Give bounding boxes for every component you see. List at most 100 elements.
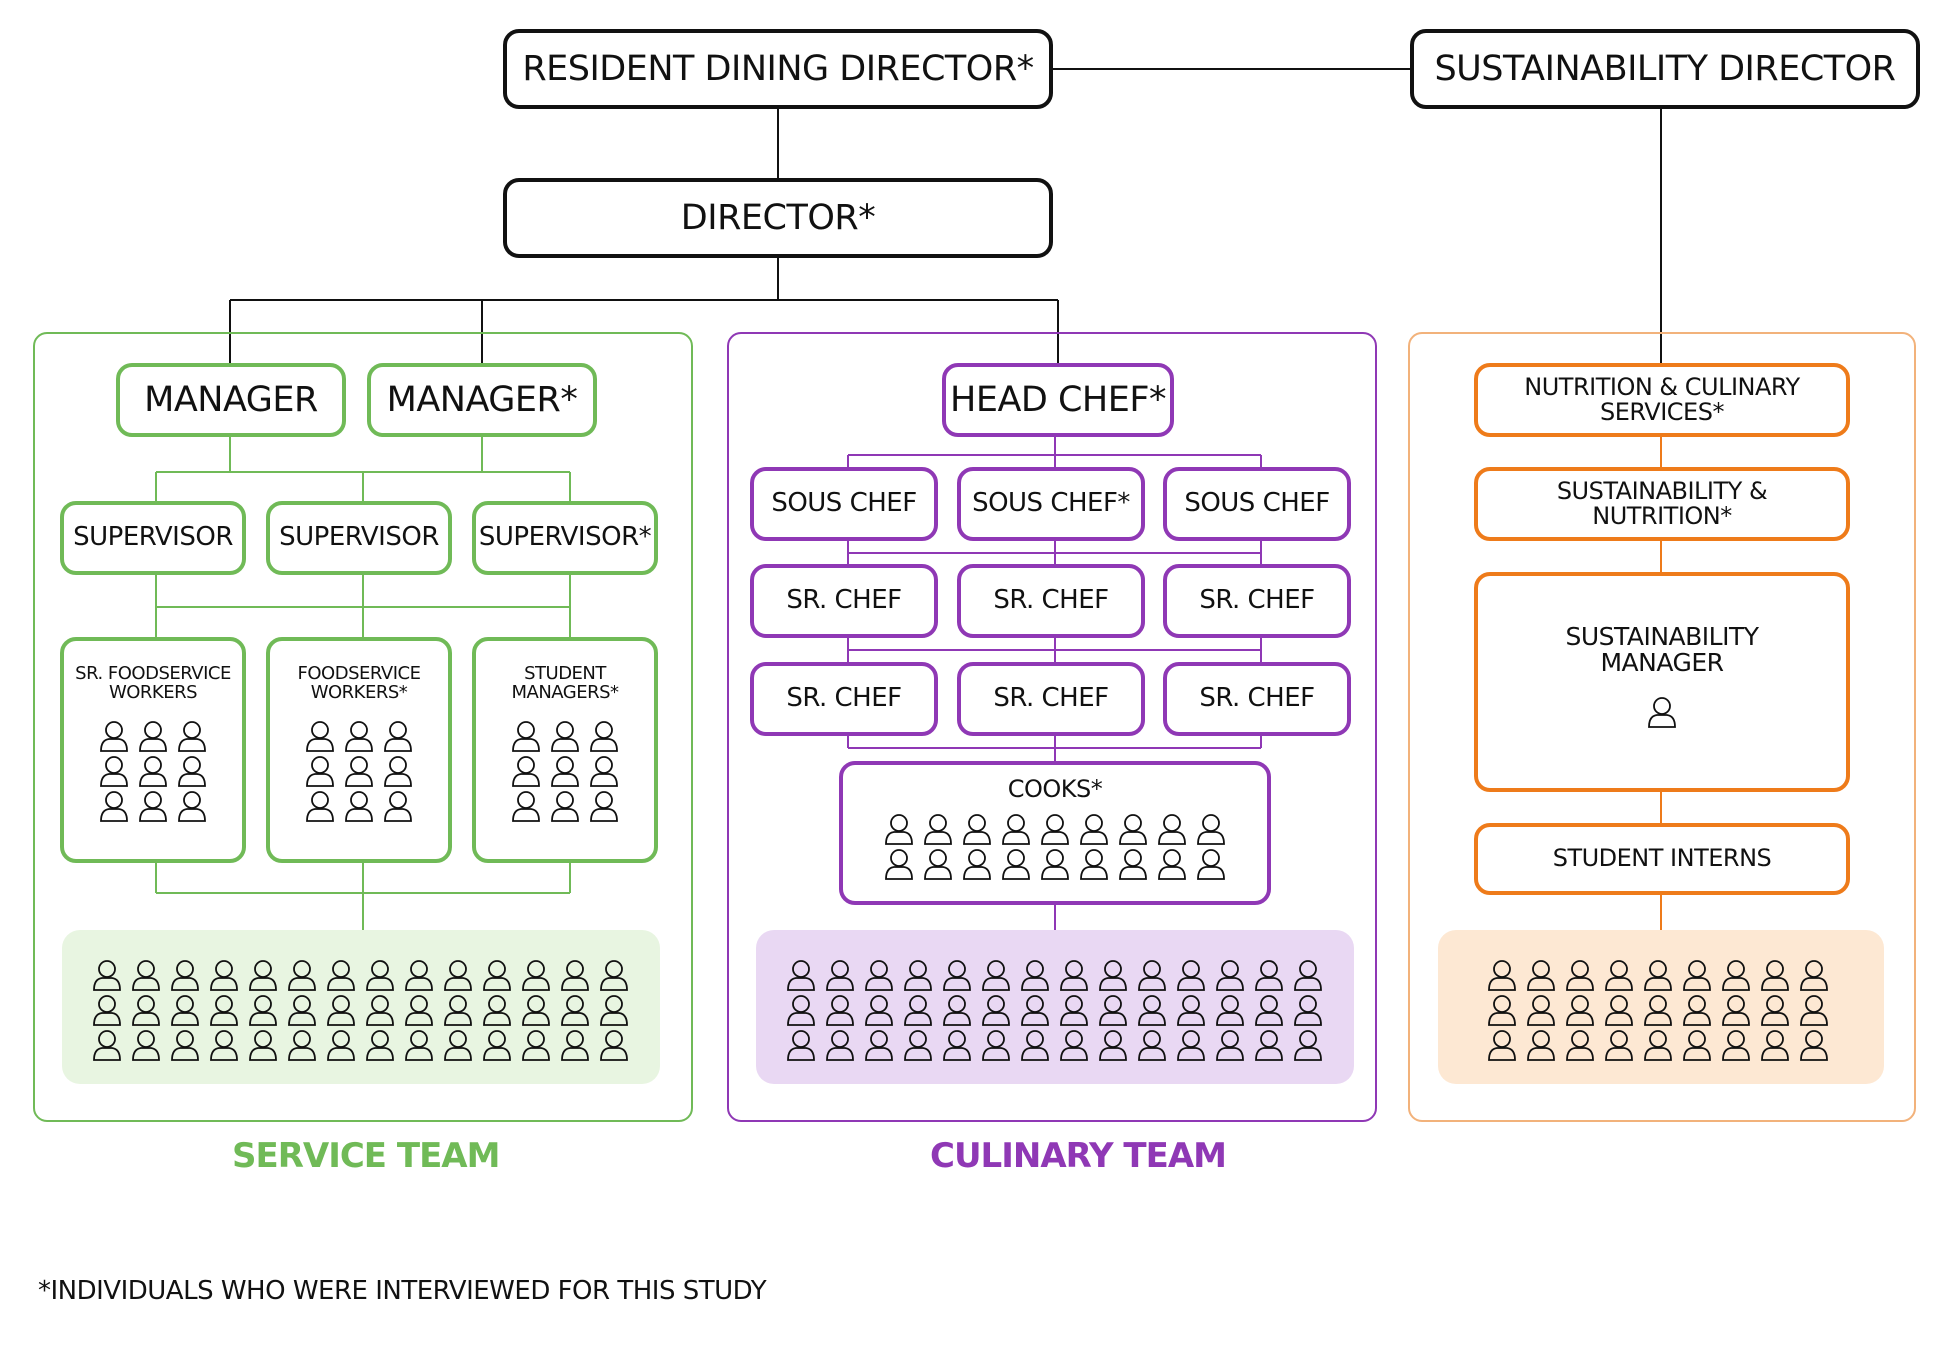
sustainability-staff-crowd	[1438, 930, 1884, 1084]
person-outline-icon	[522, 995, 550, 1026]
nutrition-culinary-services-label: NUTRITION & CULINARY SERVICES*	[1524, 372, 1800, 426]
service-staff-crowd	[62, 930, 660, 1084]
worker-group-label: STUDENT MANAGERS*	[511, 663, 619, 703]
person-outline-icon	[1527, 1030, 1555, 1061]
person-outline-icon	[132, 960, 160, 991]
person-outline-icon	[483, 1030, 511, 1061]
person-outline-icon	[1722, 995, 1750, 1026]
person-outline-icon	[1683, 1030, 1711, 1061]
footnote: *INDIVIDUALS WHO WERE INTERVIEWED FOR TH…	[38, 1276, 767, 1306]
person-outline-icon	[1157, 814, 1186, 846]
director-label: DIRECTOR*	[680, 197, 876, 238]
manager-box-1: MANAGER	[116, 363, 346, 437]
person-outline-icon	[1722, 1030, 1750, 1061]
sr-chef-box-4: SR. CHEF	[750, 662, 938, 736]
sr-chef-box-6: SR. CHEF	[1163, 662, 1351, 736]
person-outline-icon	[1196, 849, 1225, 881]
person-outline-icon	[210, 1030, 238, 1061]
sous-chef-label: SOUS CHEF	[771, 488, 917, 519]
person-outline-icon	[132, 1030, 160, 1061]
person-outline-icon	[904, 960, 932, 991]
person-outline-icon	[1527, 960, 1555, 991]
person-outline-icon	[305, 720, 334, 752]
person-outline-icon	[923, 849, 952, 881]
culinary-staff-crowd	[756, 930, 1354, 1084]
sr-chef-box-3: SR. CHEF	[1163, 564, 1351, 638]
director-box: DIRECTOR*	[503, 178, 1053, 258]
person-outline-icon	[1060, 960, 1088, 991]
person-outline-icon	[1800, 995, 1828, 1026]
sr-chef-label: SR. CHEF	[993, 683, 1109, 714]
person-outline-icon	[1060, 995, 1088, 1026]
person-outline-icon	[305, 790, 334, 822]
nutrition-culinary-services-box: NUTRITION & CULINARY SERVICES*	[1474, 363, 1850, 437]
person-outline-icon	[405, 960, 433, 991]
person-outline-icon	[1255, 995, 1283, 1026]
person-outline-icon	[982, 960, 1010, 991]
person-outline-icon	[383, 790, 412, 822]
person-outline-icon	[483, 995, 511, 1026]
person-outline-icon	[1644, 960, 1672, 991]
person-outline-icon	[1722, 960, 1750, 991]
person-outline-icon	[1021, 960, 1049, 991]
worker-group-label: SR. FOODSERVICE WORKERS	[75, 663, 231, 703]
sustainability-nutrition-label: SUSTAINABILITY & NUTRITION*	[1556, 476, 1768, 530]
person-outline-icon	[305, 755, 334, 787]
service-crowd-people	[88, 958, 634, 1063]
person-outline-icon	[249, 995, 277, 1026]
person-outline-icon	[210, 995, 238, 1026]
person-outline-icon	[288, 960, 316, 991]
person-outline-icon	[826, 995, 854, 1026]
person-outline-icon	[177, 755, 206, 787]
person-outline-icon	[1099, 960, 1127, 991]
person-outline-icon	[550, 790, 579, 822]
person-outline-icon	[600, 960, 628, 991]
sr-chef-label: SR. CHEF	[786, 585, 902, 616]
person-outline-icon	[1255, 960, 1283, 991]
person-outline-icon	[1079, 849, 1108, 881]
person-outline-icon	[923, 814, 952, 846]
person-outline-icon	[132, 995, 160, 1026]
person-outline-icon	[1021, 1030, 1049, 1061]
person-outline-icon	[344, 755, 373, 787]
person-outline-icon	[1040, 814, 1069, 846]
person-outline-icon	[444, 995, 472, 1026]
cooks-people	[880, 812, 1231, 882]
person-outline-icon	[1527, 995, 1555, 1026]
person-outline-icon	[1294, 960, 1322, 991]
person-outline-icon	[904, 995, 932, 1026]
sustainability-director-box: SUSTAINABILITY DIRECTOR	[1410, 29, 1920, 109]
person-outline-icon	[177, 720, 206, 752]
person-outline-icon	[1644, 1030, 1672, 1061]
sr-chef-box-1: SR. CHEF	[750, 564, 938, 638]
person-outline-icon	[600, 995, 628, 1026]
person-outline-icon	[1216, 995, 1244, 1026]
person-outline-icon	[327, 1030, 355, 1061]
person-outline-icon	[1800, 960, 1828, 991]
sr-chef-label: SR. CHEF	[993, 585, 1109, 616]
person-outline-icon	[383, 755, 412, 787]
person-outline-icon	[1566, 1030, 1594, 1061]
person-outline-icon	[511, 720, 540, 752]
person-outline-icon	[405, 995, 433, 1026]
person-outline-icon	[943, 1030, 971, 1061]
person-outline-icon	[1138, 995, 1166, 1026]
person-outline-icon	[99, 720, 128, 752]
person-outline-icon	[943, 960, 971, 991]
sous-chef-box-2: SOUS CHEF*	[957, 467, 1145, 541]
person-outline-icon	[405, 1030, 433, 1061]
worker-group-box-3: STUDENT MANAGERS*	[472, 637, 658, 863]
sustainability-manager-person	[1643, 695, 1682, 730]
cooks-label: COOKS*	[1007, 775, 1103, 803]
sustainability-team-panel	[1408, 332, 1916, 1122]
person-outline-icon	[288, 995, 316, 1026]
person-outline-icon	[1079, 814, 1108, 846]
sous-chef-label: SOUS CHEF	[1184, 488, 1330, 519]
sustainability-manager-label: SUSTAINABILITY MANAGER	[1565, 622, 1759, 678]
person-outline-icon	[511, 755, 540, 787]
person-outline-icon	[787, 995, 815, 1026]
supervisor-label: SUPERVISOR*	[478, 522, 652, 553]
person-outline-icon	[93, 960, 121, 991]
culinary-crowd-people	[782, 958, 1328, 1063]
